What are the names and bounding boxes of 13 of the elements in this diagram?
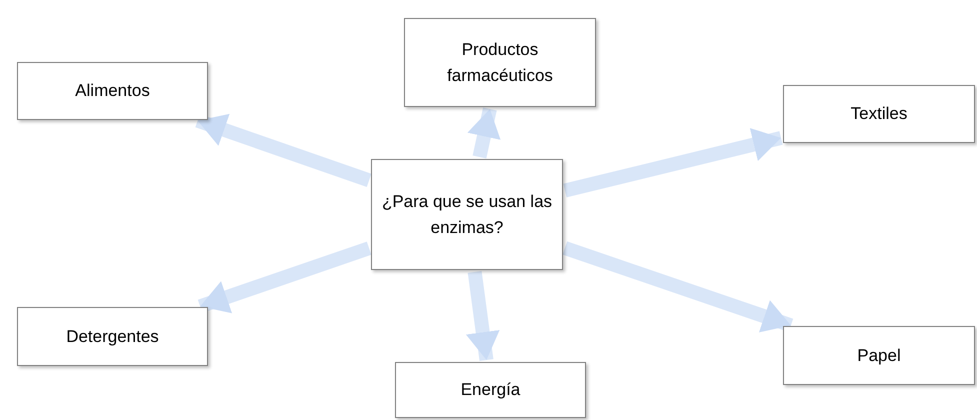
block-arrow: [467, 107, 501, 159]
text-box: Energía: [395, 362, 586, 418]
text-box: Detergentes: [17, 307, 208, 366]
block-arrow: [466, 271, 500, 361]
block-arrow: [195, 114, 372, 187]
text-box: Textiles: [783, 85, 975, 143]
block-arrow: [198, 242, 372, 314]
text-box: Productos farmacéuticos: [404, 18, 596, 107]
text-box: Papel: [783, 326, 975, 385]
text-box: Alimentos: [17, 62, 208, 120]
text-box: ¿Para que se usan las enzimas?: [371, 159, 563, 270]
block-arrow: [563, 128, 783, 198]
block-arrow: [562, 241, 794, 332]
